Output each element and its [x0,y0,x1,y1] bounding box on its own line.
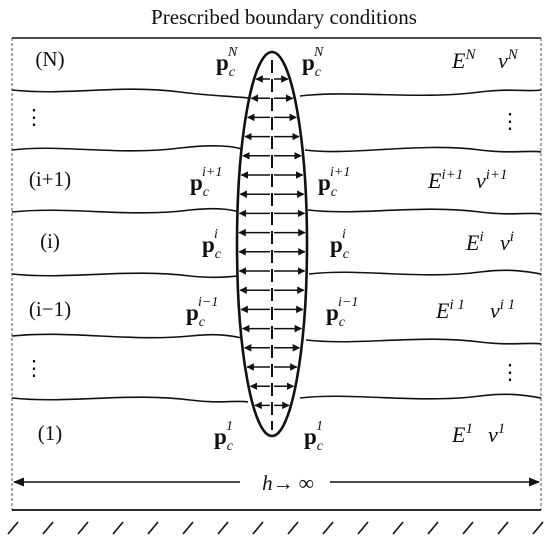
poisson-label: vi+1 [476,167,508,193]
layer-ellipsis-right: ⋮ [500,360,521,384]
hatch-mark [217,521,229,535]
poisson-label: v1 [488,421,505,447]
layer-index: (1) [38,421,63,445]
layer-index: (i−1) [29,297,71,321]
modulus-label: Ei+1 [427,167,463,193]
poisson-label: vN [498,47,519,73]
hatch-mark [532,521,544,535]
hatch-mark [497,521,509,535]
hatch-mark [392,521,404,535]
pressure-label-right: pci [330,227,350,262]
modulus-label: Ei [465,229,484,255]
hatch-mark [77,521,89,535]
layer-ellipsis-left: ⋮ [24,105,45,129]
hatch-mark [252,521,264,535]
layer-labels: (N) pcN pcN EN vN ⋮ ⋮ (i+1) pci+1 pci+1 Ei+1 vi+1 (i… [24,45,521,454]
hatch-mark [42,521,54,535]
pressure-label-right: pci−1 [326,295,358,330]
pressure-label-left: pci [202,227,222,262]
poisson-label: vi [500,229,514,255]
hatch-mark [147,521,159,535]
layer-interfaces [11,88,542,403]
pressure-label-left: pci+1 [190,165,222,200]
modulus-label: E1 [451,421,473,447]
hatch-mark [462,521,474,535]
hatch-mark [322,521,334,535]
layer-index: (i+1) [29,167,71,191]
modulus-label: EN [451,47,476,73]
pressure-arrows [238,75,306,410]
pressure-label-right: pci+1 [318,165,350,200]
layer-ellipsis-left: ⋮ [24,356,45,380]
ground-hatching [7,521,544,535]
hatch-mark [112,521,124,535]
layer-index: (N) [35,47,64,71]
pressure-label-right: pc1 [304,419,324,454]
hatch-mark [357,521,369,535]
hatch-mark [182,521,194,535]
pressure-label-left: pcN [216,45,238,80]
modulus-label: Ei 1 [435,297,465,323]
hatch-mark [287,521,299,535]
pressure-label-right: pcN [302,45,324,80]
pressure-label-left: pci−1 [186,295,218,330]
hatch-mark [427,521,439,535]
width-label: h→ ∞ [262,471,314,495]
poisson-label: vi 1 [490,297,515,323]
layer-index: (i) [40,229,60,253]
layer-ellipsis-right: ⋮ [500,109,521,133]
pressure-label-left: pc1 [214,419,234,454]
hatch-mark [7,521,19,535]
diagram-title: Prescribed boundary conditions [151,5,417,29]
